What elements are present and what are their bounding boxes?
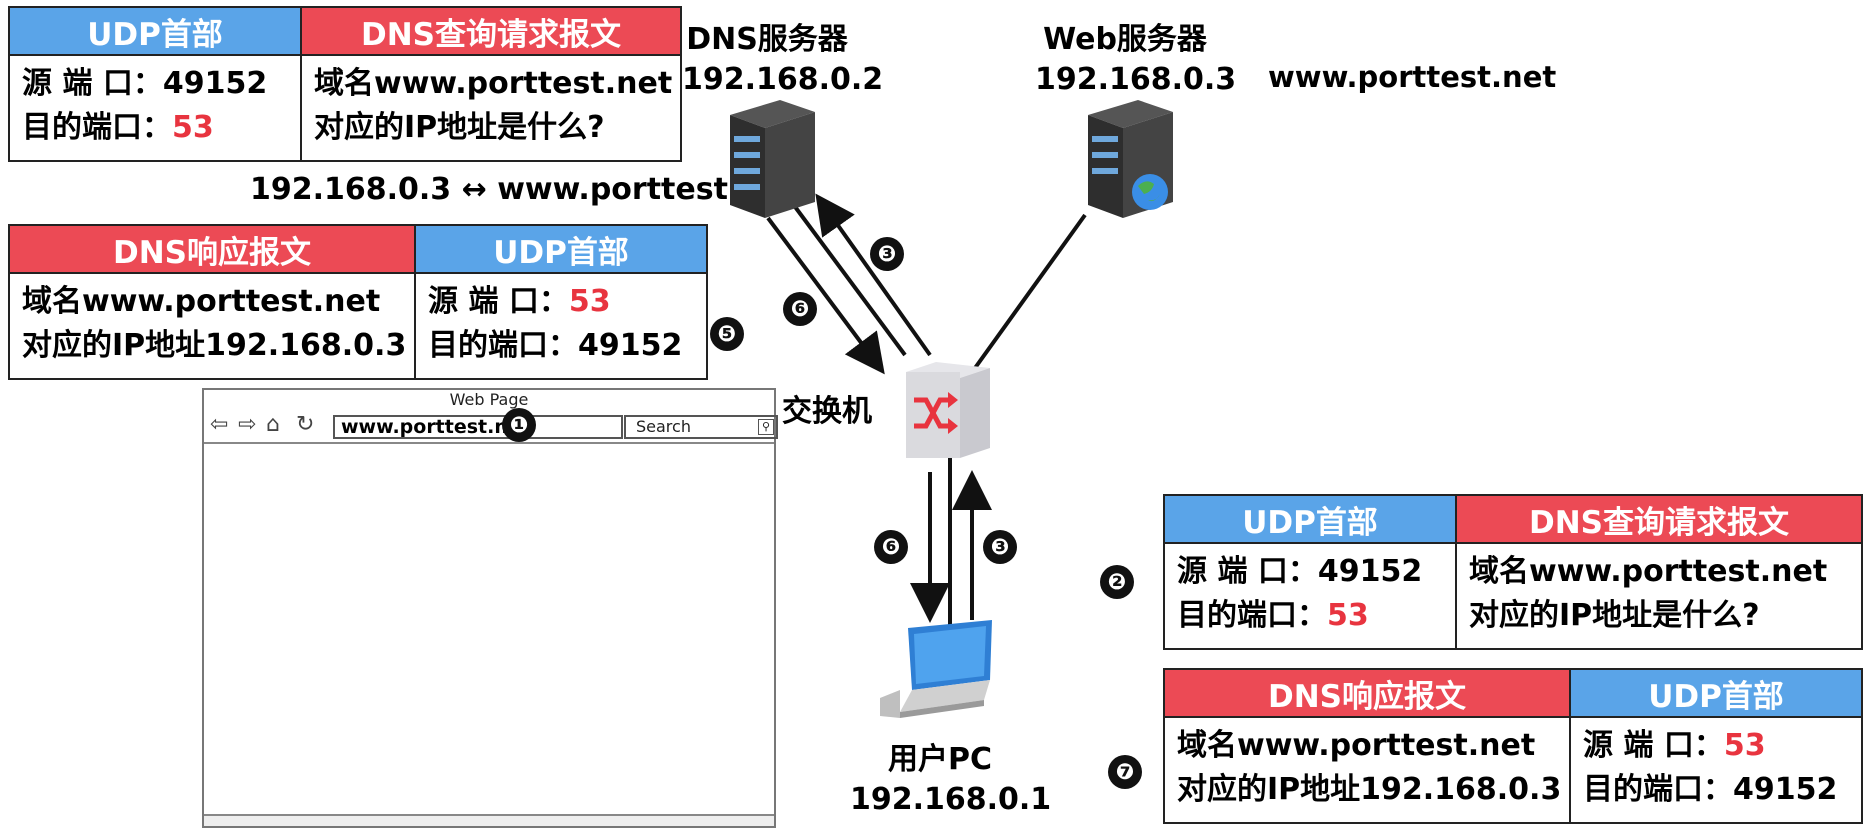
src-port-value: 53 (568, 284, 611, 319)
user-pc-label: 用户PC 192.168.0.1 (850, 740, 1052, 820)
arrow-step6-dns-to-switch (766, 216, 885, 375)
dst-port-label: 目的端口： (1583, 772, 1733, 807)
dst-port-value: 49152 (1733, 772, 1838, 807)
response-domain-line: 域名www.porttest.net (22, 284, 381, 319)
switch-icon (906, 362, 990, 458)
step-3-marker-bottom: ❸ (983, 530, 1017, 564)
dns-query-body: 域名www.porttest.net 对应的IP地址是什么? (1455, 544, 1861, 648)
search-icon[interactable]: ⚲ (758, 419, 774, 435)
udp-ports: 源 端 口：53 目的端口：49152 (414, 274, 706, 378)
switch-label: 交换机 (782, 394, 872, 429)
dns-response-body: 域名www.porttest.net 对应的IP地址192.168.0.3 (1165, 718, 1569, 822)
dst-port-label: 目的端口： (22, 110, 172, 145)
step-3-marker-top: ❸ (870, 237, 904, 271)
src-port-value: 49152 (1317, 554, 1423, 589)
dst-port-label: 目的端口： (1177, 598, 1327, 633)
user-pc-ip: 192.168.0.1 (850, 782, 1052, 817)
web-server-domain: www.porttest.net (1268, 60, 1557, 94)
query-domain-line: 域名www.porttest.net (1469, 554, 1828, 589)
dns-server-icon (730, 100, 815, 218)
udp-header-label: UDP首部 (1569, 670, 1861, 718)
dns-mapping-label: 192.168.0.3 ↔ www.porttest.net (250, 172, 796, 207)
browser-title: Web Page (449, 390, 529, 409)
src-port-value: 49152 (162, 66, 268, 101)
web-server-name: Web服务器 (1043, 22, 1207, 57)
web-server-ip: 192.168.0.3 (1035, 62, 1237, 97)
browser-status-bar (204, 814, 774, 826)
src-port-label: 源 端 口： (428, 284, 569, 319)
udp-ports: 源 端 口：49152 目的端口：53 (1165, 544, 1455, 648)
packet-dns-response-left: DNS响应报文 UDP首部 域名www.porttest.net 对应的IP地址… (8, 224, 708, 380)
query-question-line: 对应的IP地址是什么? (1469, 598, 1760, 633)
dns-link-line (788, 198, 907, 357)
laptop-icon (880, 620, 992, 718)
response-domain-line: 域名www.porttest.net (1177, 728, 1536, 763)
src-port-value: 53 (1723, 728, 1766, 763)
response-ip-line: 对应的IP地址192.168.0.3 (1177, 772, 1562, 807)
dns-header-label: DNS查询请求报文 (1455, 496, 1861, 544)
step-1-marker: ❶ (502, 408, 536, 442)
dns-header-label: DNS查询请求报文 (300, 8, 680, 56)
packet-dns-query-top: UDP首部 DNS查询请求报文 源 端 口：49152 目的端口：53 域名ww… (8, 6, 682, 162)
dns-server-label: DNS服务器 192.168.0.2 (682, 20, 884, 100)
web-server-icon (1088, 100, 1173, 218)
refresh-icon[interactable]: ↻ (296, 412, 315, 437)
dns-header-label: DNS响应报文 (1165, 670, 1569, 718)
step-6-marker-top: ❻ (783, 292, 817, 326)
query-domain-line: 域名www.porttest.net (314, 66, 673, 101)
step-7-marker: ❼ (1108, 755, 1142, 789)
udp-ports: 源 端 口：53 目的端口：49152 (1569, 718, 1861, 822)
arrow-step3-switch-to-dns (815, 193, 932, 357)
src-port-label: 源 端 口： (22, 66, 163, 101)
search-box[interactable]: Search ⚲ (624, 415, 778, 439)
dst-port-value: 49152 (578, 328, 683, 363)
step-5-marker: ❺ (710, 317, 744, 351)
home-icon[interactable]: ⌂ (266, 412, 280, 437)
dst-port-value: 53 (172, 110, 214, 145)
dns-query-body: 域名www.porttest.net 对应的IP地址是什么? (300, 56, 680, 160)
query-question-line: 对应的IP地址是什么? (314, 110, 605, 145)
browser-toolbar (204, 410, 774, 444)
dns-response-body: 域名www.porttest.net 对应的IP地址192.168.0.3 (10, 274, 414, 378)
src-port-label: 源 端 口： (1583, 728, 1724, 763)
udp-header-label: UDP首部 (10, 8, 300, 56)
dst-port-label: 目的端口： (428, 328, 578, 363)
web-server-link (973, 213, 1087, 370)
packet-dns-response-right: DNS响应报文 UDP首部 域名www.porttest.net 对应的IP地址… (1163, 668, 1863, 824)
web-server-label: Web服务器 192.168.0.3 (1035, 20, 1237, 100)
user-pc-name: 用户PC (887, 742, 992, 777)
forward-arrow-icon[interactable]: ⇨ (238, 412, 257, 437)
response-ip-line: 对应的IP地址192.168.0.3 (22, 328, 407, 363)
dns-header-label: DNS响应报文 (10, 226, 414, 274)
udp-ports: 源 端 口：49152 目的端口：53 (10, 56, 300, 160)
src-port-label: 源 端 口： (1177, 554, 1318, 589)
packet-dns-query-right: UDP首部 DNS查询请求报文 源 端 口：49152 目的端口：53 域名ww… (1163, 494, 1863, 650)
udp-header-label: UDP首部 (1165, 496, 1455, 544)
browser-window: Web Page ⇦ ⇨ ⌂ ↻ www.porttest.net Search… (202, 388, 778, 828)
back-arrow-icon[interactable]: ⇦ (210, 412, 229, 437)
dns-server-ip: 192.168.0.2 (682, 62, 884, 97)
search-placeholder: Search (636, 417, 691, 436)
step-2-marker: ❷ (1100, 565, 1134, 599)
udp-header-label: UDP首部 (414, 226, 706, 274)
dst-port-value: 53 (1327, 598, 1369, 633)
address-bar[interactable]: www.porttest.net (333, 415, 623, 439)
dns-server-name: DNS服务器 (686, 22, 848, 57)
step-6-marker-bottom: ❻ (874, 530, 908, 564)
